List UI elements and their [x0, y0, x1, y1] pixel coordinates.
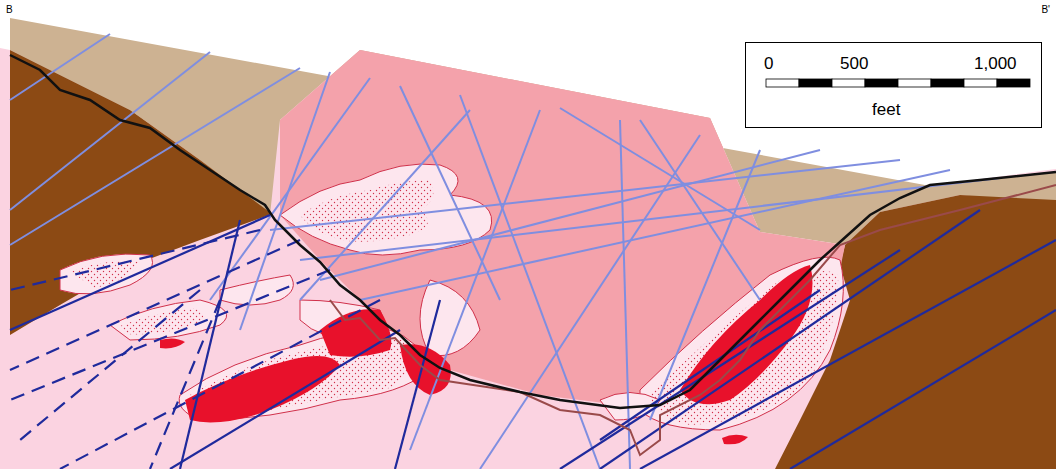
- drillhole: [560, 108, 760, 230]
- scale-segment: [898, 79, 931, 87]
- pit-design: [330, 185, 1056, 455]
- drillhole: [10, 240, 300, 370]
- drillhole: [10, 52, 210, 210]
- drillhole: [790, 310, 1056, 469]
- scale-segment: [997, 79, 1030, 87]
- drillhole: [600, 210, 980, 469]
- scale-number: 500: [840, 55, 868, 72]
- section-end-label: B: [6, 5, 13, 15]
- drillhole: [400, 86, 500, 300]
- drillhole: [210, 78, 370, 300]
- ore-body: [160, 265, 813, 444]
- drillhole: [640, 120, 760, 300]
- drillhole: [270, 160, 900, 230]
- scale-segment: [766, 79, 799, 87]
- drillhole: [170, 330, 400, 469]
- scale-segment: [799, 79, 832, 87]
- scale-unit: feet: [872, 101, 900, 118]
- scale-number: 1,000: [974, 55, 1017, 72]
- pit-outline: [10, 55, 1056, 408]
- scale-bar-box: 0 500 1,000 feet: [745, 42, 1042, 128]
- drillhole: [395, 300, 440, 469]
- drillhole: [10, 68, 300, 245]
- drillhole: [640, 240, 1056, 469]
- drillhole: [10, 270, 330, 400]
- drillhole: [620, 120, 630, 469]
- mineralized-zone: [60, 164, 843, 430]
- drillhole: [10, 230, 260, 290]
- scale-segment: [931, 79, 964, 87]
- drillhole: [560, 250, 900, 469]
- scale-segment: [832, 79, 865, 87]
- drillhole: [320, 150, 820, 280]
- drillhole: [20, 290, 200, 440]
- drillhole: [240, 72, 330, 330]
- scale-segment: [964, 79, 997, 87]
- scale-number: 0: [764, 55, 773, 72]
- drillhole: [300, 178, 1000, 260]
- drillholes: [10, 34, 1056, 469]
- drillhole: [600, 290, 820, 440]
- drillhole: [10, 215, 270, 330]
- scale-segment: [865, 79, 898, 87]
- drillhole: [410, 110, 540, 450]
- section-end-label: B': [1041, 5, 1050, 15]
- drillhole: [180, 220, 240, 469]
- drillhole: [60, 300, 380, 469]
